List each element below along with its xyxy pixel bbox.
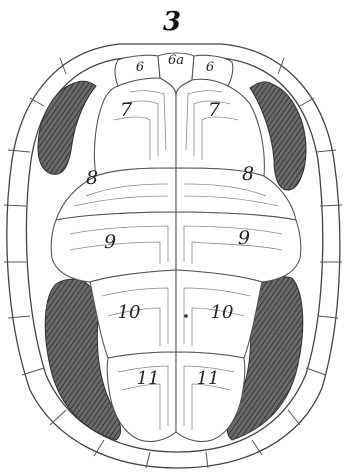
label-9-left: 9	[104, 231, 116, 253]
label-6-right: 6	[206, 60, 214, 75]
umbilical-dot	[184, 314, 188, 318]
label-7-right: 7	[208, 99, 221, 121]
plate-7-left	[94, 78, 176, 176]
label-7-left: 7	[120, 99, 133, 121]
label-8-left: 8	[86, 167, 98, 189]
label-10-left: 10	[118, 302, 141, 323]
label-9-right: 9	[238, 227, 250, 249]
label-6-left: 6	[136, 60, 144, 75]
label-11-right: 11	[197, 368, 220, 389]
figure-number: 3	[163, 7, 181, 37]
label-6a: 6a	[168, 53, 184, 68]
label-10-right: 10	[211, 302, 234, 323]
shaded-region-upper-left	[38, 81, 96, 174]
label-11-left: 11	[137, 368, 160, 389]
label-8-right: 8	[242, 163, 254, 185]
